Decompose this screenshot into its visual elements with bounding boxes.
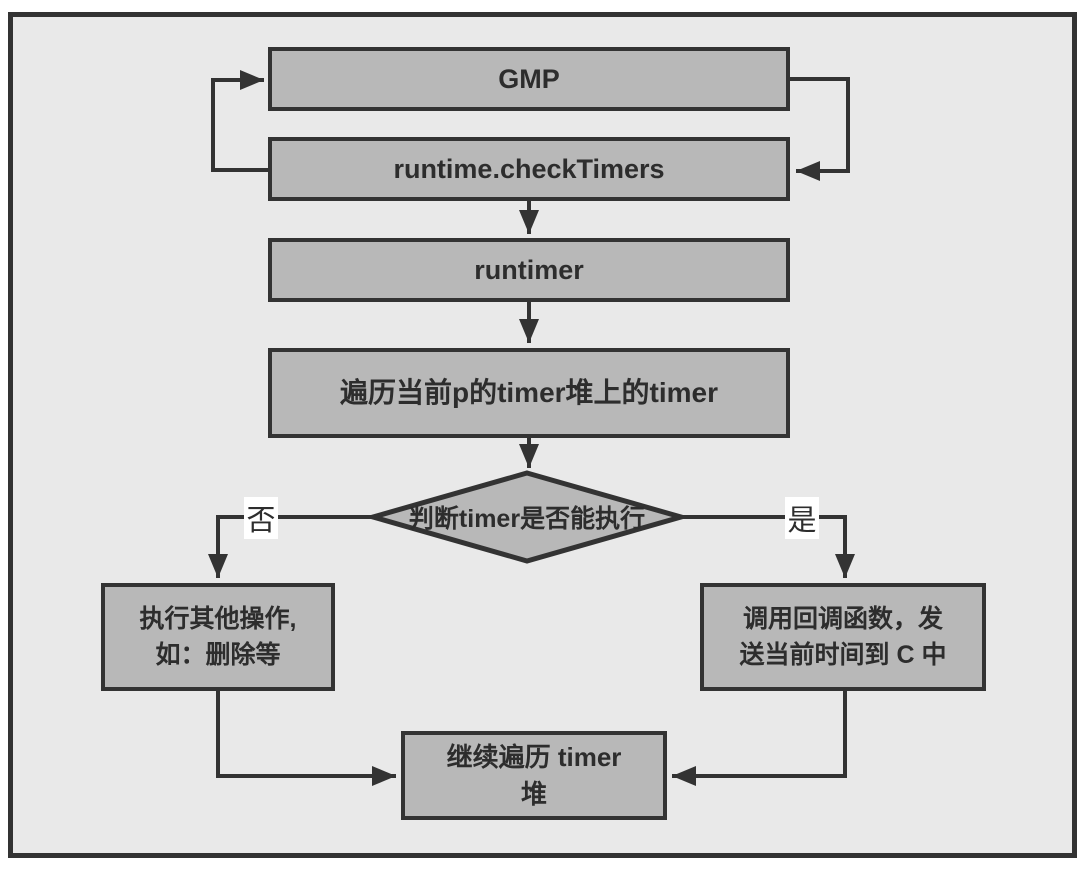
node-other-operations-line2: 如：删除等: [155, 641, 281, 669]
node-runtimer-label: runtimer: [474, 254, 584, 285]
node-continue-iterating-line2: 堆: [520, 778, 547, 809]
node-runtimer: runtimer: [268, 238, 790, 302]
node-check-timers: runtime.checkTimers: [268, 137, 790, 201]
node-decision-label: 判断timer是否能执行: [408, 505, 646, 533]
edge-decision-yes: [681, 515, 855, 578]
node-iterate-timers: 遍历当前p的timer堆上的timer: [268, 348, 790, 438]
node-iterate-timers-label: 遍历当前p的timer堆上的timer: [339, 377, 719, 409]
branch-label-yes: 是: [785, 497, 819, 539]
node-other-operations: 执行其他操作, 如：删除等: [101, 583, 335, 691]
node-decision-shape: [363, 470, 691, 564]
node-other-operations-line1: 执行其他操作,: [139, 604, 297, 633]
edge-callback-to-continue: [672, 691, 847, 786]
node-call-callback-line1: 调用回调函数，发: [742, 604, 943, 633]
node-continue-iterating: 继续遍历 timer 堆: [401, 731, 667, 820]
node-continue-iterating-line1: 继续遍历 timer: [446, 742, 622, 773]
branch-label-no: 否: [244, 497, 278, 539]
node-gmp: GMP: [268, 47, 790, 111]
node-gmp-label: GMP: [498, 63, 560, 94]
edge-checktimers-to-gmp: [211, 70, 270, 172]
node-check-timers-label: runtime.checkTimers: [393, 153, 665, 184]
edge-otherops-to-continue: [216, 691, 396, 786]
node-call-callback-line2: 送当前时间到 C 中: [739, 641, 947, 669]
edge-gmp-to-checktimers: [790, 77, 850, 181]
node-call-callback: 调用回调函数，发 送当前时间到 C 中: [700, 583, 986, 691]
edge-decision-no: [208, 515, 373, 578]
